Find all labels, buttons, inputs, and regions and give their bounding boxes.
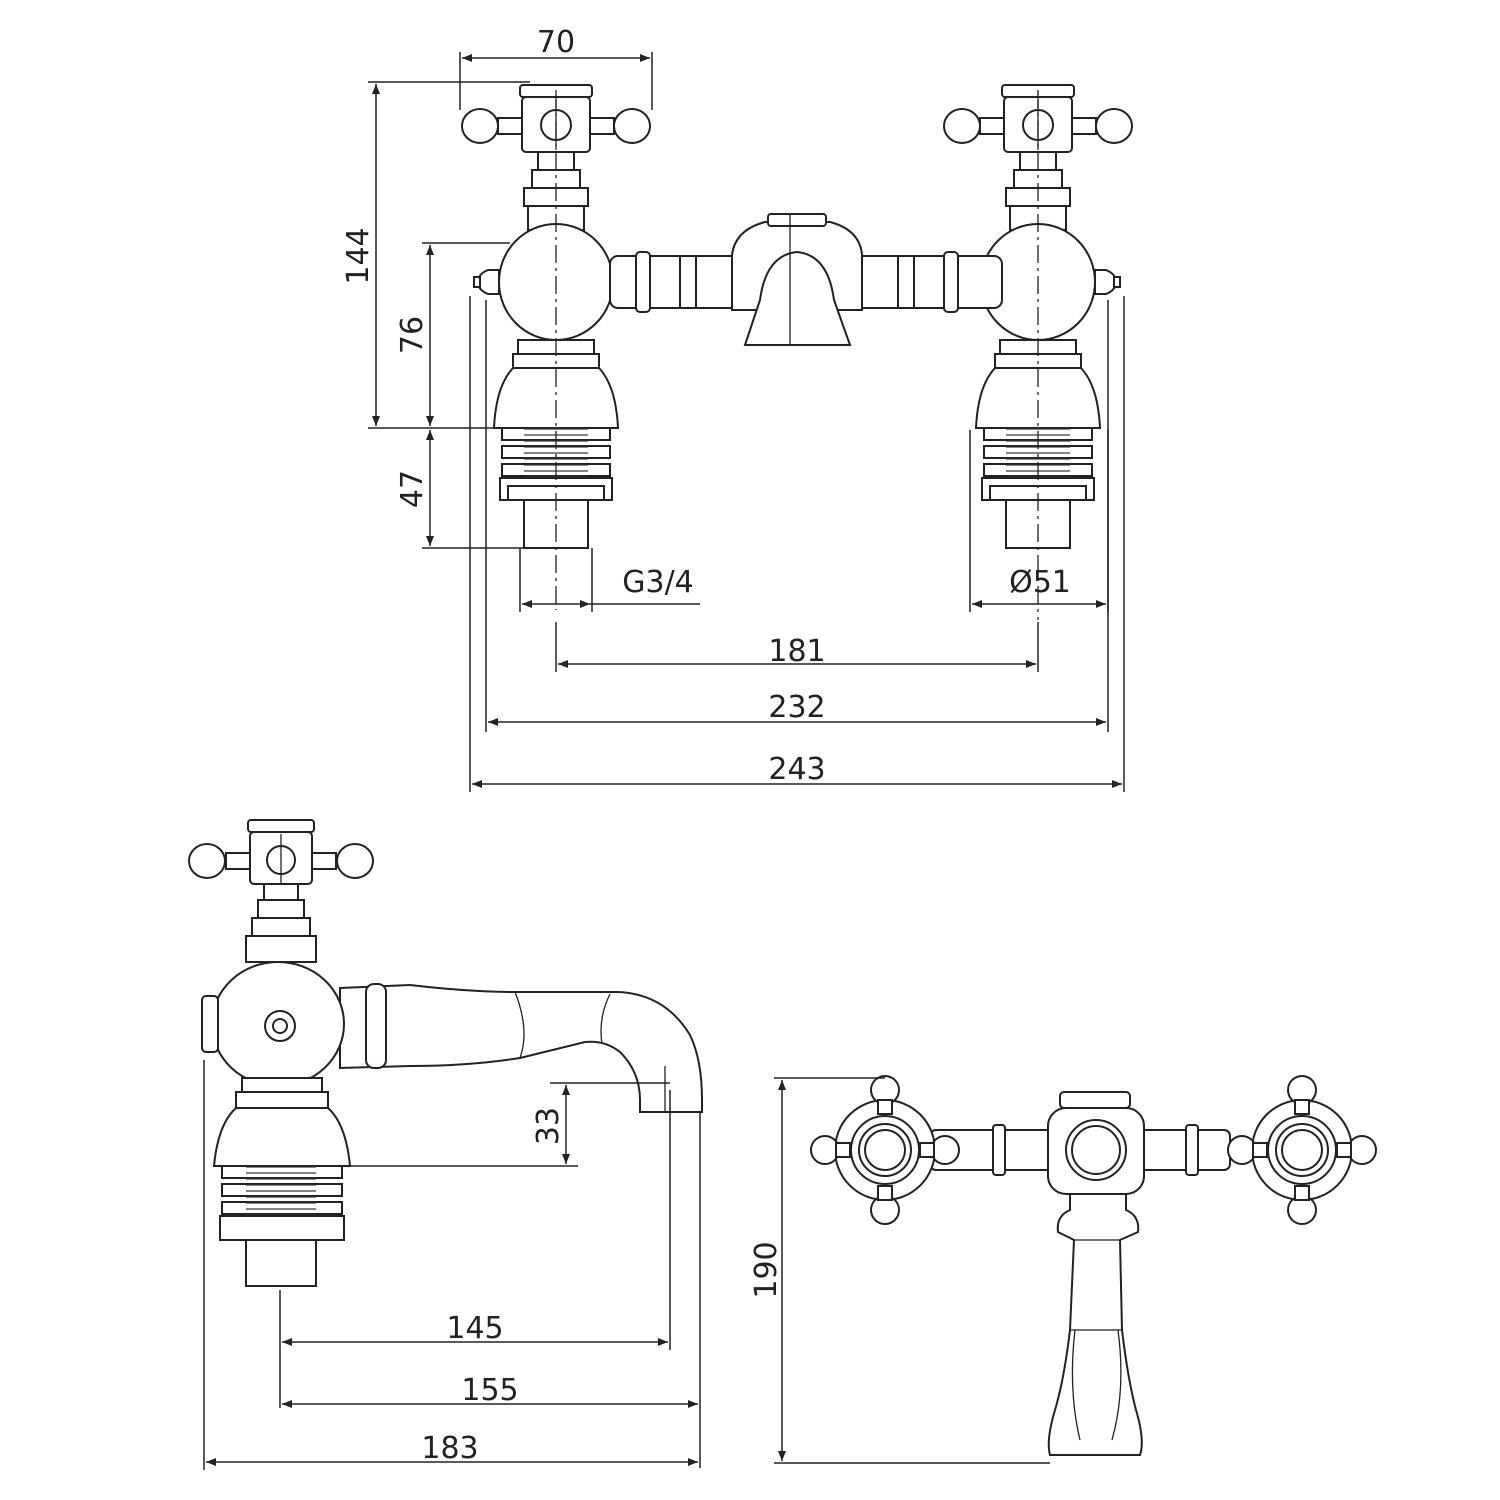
dim-243-label: 243	[768, 752, 825, 787]
dim-70: 70	[459, 25, 653, 110]
bridge	[609, 213, 1003, 346]
dim-181: 181	[555, 622, 1039, 672]
dim-g34: G3/4	[519, 548, 700, 612]
dim-190: 190	[749, 1077, 1050, 1464]
plan-right-cross	[1227, 1075, 1377, 1225]
dim-232: 232	[485, 300, 1109, 732]
side-knobs	[473, 269, 1121, 295]
right-valve	[943, 84, 1133, 620]
dim-47: 47	[395, 430, 524, 549]
dim-190-label: 190	[749, 1241, 784, 1298]
dim-155: 155	[282, 1112, 701, 1468]
dim-155-label: 155	[461, 1373, 518, 1408]
plan-view: 190	[749, 1075, 1377, 1464]
side-cross-handle	[188, 819, 374, 919]
left-valve	[461, 84, 651, 610]
dim-243: 243	[469, 296, 1125, 792]
dim-33: 33	[350, 1082, 670, 1167]
dim-47-label: 47	[395, 470, 430, 508]
dim-d51-label: Ø51	[1009, 565, 1071, 600]
dim-181-label: 181	[768, 634, 825, 669]
plan-left-cross	[810, 1075, 960, 1225]
dim-183-label: 183	[421, 1431, 478, 1466]
side-elevation: 33 145 155 183	[188, 819, 703, 1470]
dim-145: 145	[279, 1090, 671, 1408]
dim-33-label: 33	[531, 1107, 566, 1145]
dim-76: 76	[395, 242, 510, 426]
dim-232-label: 232	[768, 690, 825, 725]
front-elevation: 70 144 76 47 G3/4	[341, 25, 1133, 792]
dim-144-label: 144	[341, 227, 376, 284]
dim-183: 183	[203, 1060, 698, 1470]
dim-70-label: 70	[537, 25, 575, 60]
right-cross-handle	[943, 84, 1133, 189]
dim-145-label: 145	[446, 1311, 503, 1346]
dim-76-label: 76	[395, 316, 430, 354]
dim-g34-label: G3/4	[622, 565, 694, 600]
